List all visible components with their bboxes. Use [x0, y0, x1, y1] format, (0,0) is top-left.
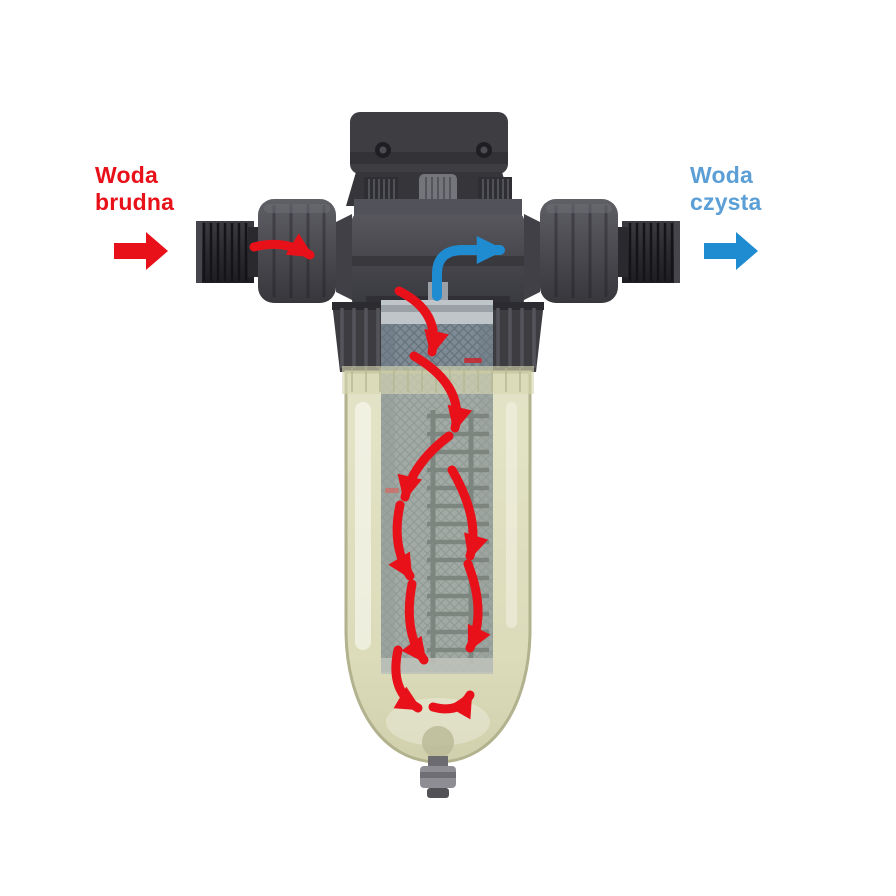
inlet-direction-arrow — [114, 232, 168, 270]
inlet-pipe — [196, 221, 262, 283]
label-dirty-line1: Woda — [95, 162, 158, 188]
bowl-highlight-left — [355, 402, 371, 650]
label-clean-line2: czysta — [690, 189, 762, 215]
outlet-pipe-threads — [628, 223, 674, 281]
clean-flow-arrow — [432, 236, 506, 301]
cartridge-brand-mark — [464, 358, 482, 363]
label-dirty-water: Woda brudna — [95, 162, 174, 216]
dirty-flow-arrows — [249, 233, 491, 720]
bowl-glass — [342, 366, 534, 764]
bowl-highlight-right — [506, 402, 517, 628]
dirty-arrow-inlet — [249, 233, 315, 260]
label-clean-line1: Woda — [690, 162, 753, 188]
outlet-direction-arrow — [704, 232, 758, 270]
outlet-pipe — [614, 221, 680, 283]
inlet-pipe-threads — [202, 223, 248, 281]
drain-valve — [420, 756, 456, 798]
outlet-union-nut — [524, 199, 618, 303]
label-dirty-line2: brudna — [95, 189, 175, 215]
label-clean-water: Woda czysta — [690, 162, 762, 216]
